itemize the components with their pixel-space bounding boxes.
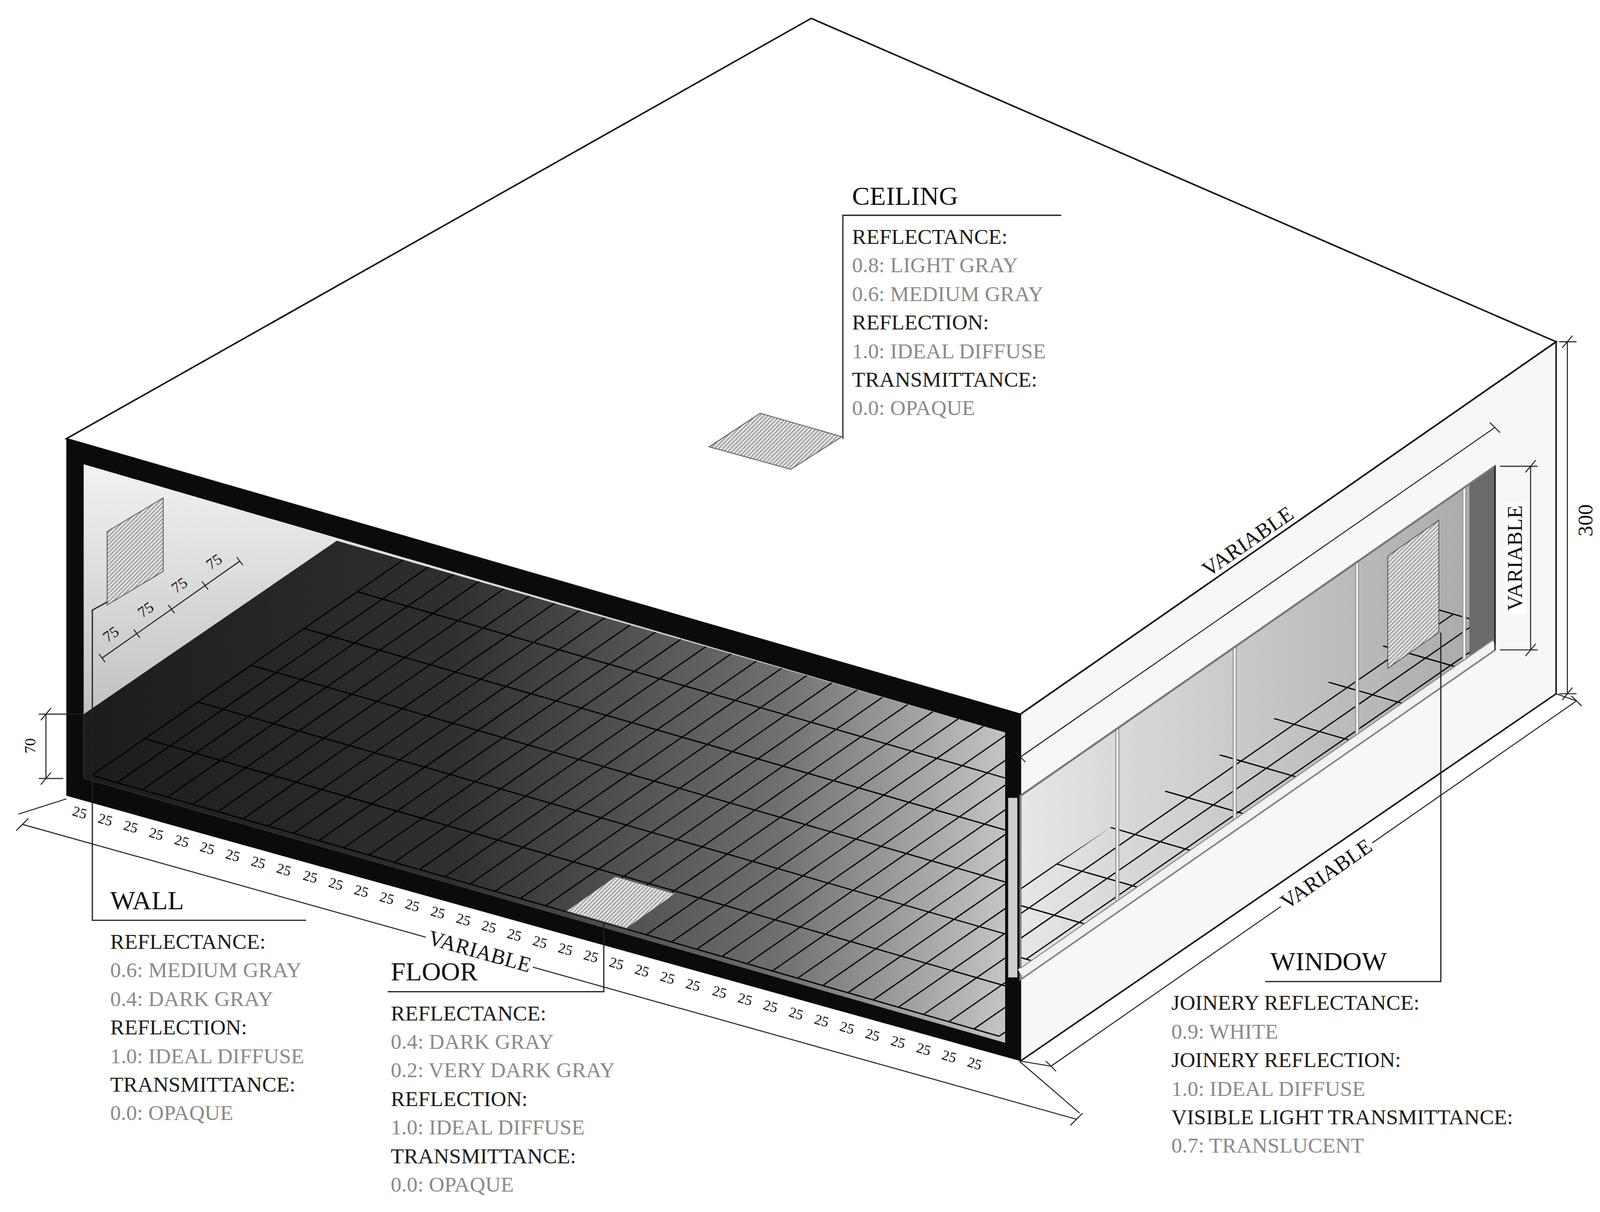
length-dimension [1015,422,1500,763]
callout-heading: WINDOW [1270,948,1388,976]
window-jamb [1494,466,1496,650]
window-floor-clip [245,403,1600,996]
dimension-label: 25 [121,818,140,837]
window-sill-edge [1020,638,1496,980]
dimension-label: 25 [351,883,370,901]
property-value: 1.0: IDEAL DIFFUSE [1171,1078,1366,1100]
callout-heading: CEILING [852,183,959,211]
leader-lines [92,215,1442,992]
dimension-label: 25 [479,919,498,937]
wall-sensor [106,498,164,606]
dimension-label: 25 [454,912,472,930]
property-value: 0.6: MEDIUM GRAY [110,960,302,982]
dimension-label: 300 [1574,501,1597,540]
dimension-label: 25 [837,1019,856,1038]
dimension-label: 25 [198,840,217,859]
dimension-label: 25 [965,1055,984,1074]
property-value: 1.0: IDEAL DIFFUSE [391,1117,585,1139]
grid-dimension [98,557,243,663]
property-value: 0.0: OPAQUE [110,1103,234,1125]
window-sill [1020,644,1496,974]
dimension-label: 25 [582,947,600,966]
front-dimension [16,799,1083,1126]
dimension-label: 25 [505,926,524,945]
dimension-label: 25 [301,869,319,887]
property-name: REFLECTION: [391,1088,528,1110]
dimension-label: 25 [96,811,114,830]
glass-edge [1008,798,1018,978]
window-sensor [1387,520,1439,669]
dimension-label: 25 [684,976,703,995]
property-name: VISIBLE LIGHT TRANSMITTANCE: [1171,1107,1513,1129]
depth-dimension [1020,693,1582,1072]
dimension-label: 70 [23,738,39,754]
property-name: REFLECTANCE: [852,226,1008,248]
property-name: TRANSMITTANCE: [110,1074,296,1097]
property-name: TRANSMITTANCE: [391,1145,577,1168]
dimension-label: 25 [173,832,191,851]
dimension-label: 25 [531,933,549,952]
dimension-label: 25 [633,962,652,981]
floor-leader [387,922,604,992]
ceiling-sensor [709,413,842,470]
callout-heading: WALL [110,887,185,915]
height-dimension [1559,335,1577,701]
dimension-label: 25 [403,897,421,916]
ceiling-leader [843,215,1062,439]
dimension-label: 25 [429,905,447,923]
property-name: REFLECTANCE: [391,1003,547,1025]
dimension-label: 25 [889,1034,907,1052]
property-name: REFLECTION: [852,312,990,334]
dimension-label: 25 [786,1005,805,1023]
dimension-label: 25 [326,876,344,894]
dimension-label: 25 [863,1027,882,1045]
property-value: 0.7: TRANSLUCENT [1171,1135,1365,1158]
sill-dimension [38,708,84,785]
dimension-label: 25 [556,940,575,959]
floor-sensor [566,876,676,929]
dimension-label: VARIABLE [1504,502,1527,615]
dimension-label: 25 [709,983,728,1002]
window-height-dimension [1499,460,1538,656]
property-value: 0.2: VERY DARK GRAY [391,1060,616,1082]
interior-wall [83,464,1005,1044]
window-frame [1020,466,1496,980]
dimension-label: 25 [249,854,268,873]
dimension-label: 25 [735,990,754,1009]
dimension-label: 25 [607,954,626,973]
property-value: 0.9: WHITE [1171,1021,1279,1043]
dimension-lines [16,335,1582,1126]
wall-leader [92,601,307,921]
property-value: 0.0: OPAQUE [391,1174,515,1197]
far-wall [1469,466,1496,668]
window-glass [1020,466,1496,980]
property-value: 0.0: OPAQUE [852,397,976,420]
window-leader [1265,632,1441,982]
property-value: 1.0: IDEAL DIFFUSE [852,340,1046,363]
property-name: REFLECTION: [110,1017,248,1039]
dimension-label: 25 [275,861,294,880]
property-name: REFLECTANCE: [110,931,266,954]
callout-heading: FLOOR [391,959,479,986]
property-value: 1.0: IDEAL DIFFUSE [110,1045,304,1068]
dimension-label: 25 [914,1040,933,1059]
property-name: TRANSMITTANCE: [852,369,1038,392]
dimension-label: 25 [70,804,89,823]
property-value: 0.8: LIGHT GRAY [852,255,1018,277]
dimension-label: 25 [224,847,242,865]
dimension-label: 25 [812,1012,831,1031]
property-name: JOINERY REFLECTANCE: [1171,992,1420,1015]
dimension-label: 25 [659,969,677,987]
property-value: 0.6: MEDIUM GRAY [852,283,1044,305]
interior-floor [83,540,1005,1043]
dimension-label: 25 [147,825,166,844]
dimension-label: 25 [940,1048,959,1067]
property-name: JOINERY REFLECTION: [1171,1050,1402,1072]
dimension-label: 25 [377,890,396,909]
property-value: 0.4: DARK GRAY [110,988,274,1010]
dimension-label: 25 [761,998,779,1016]
property-value: 0.4: DARK GRAY [391,1031,555,1054]
